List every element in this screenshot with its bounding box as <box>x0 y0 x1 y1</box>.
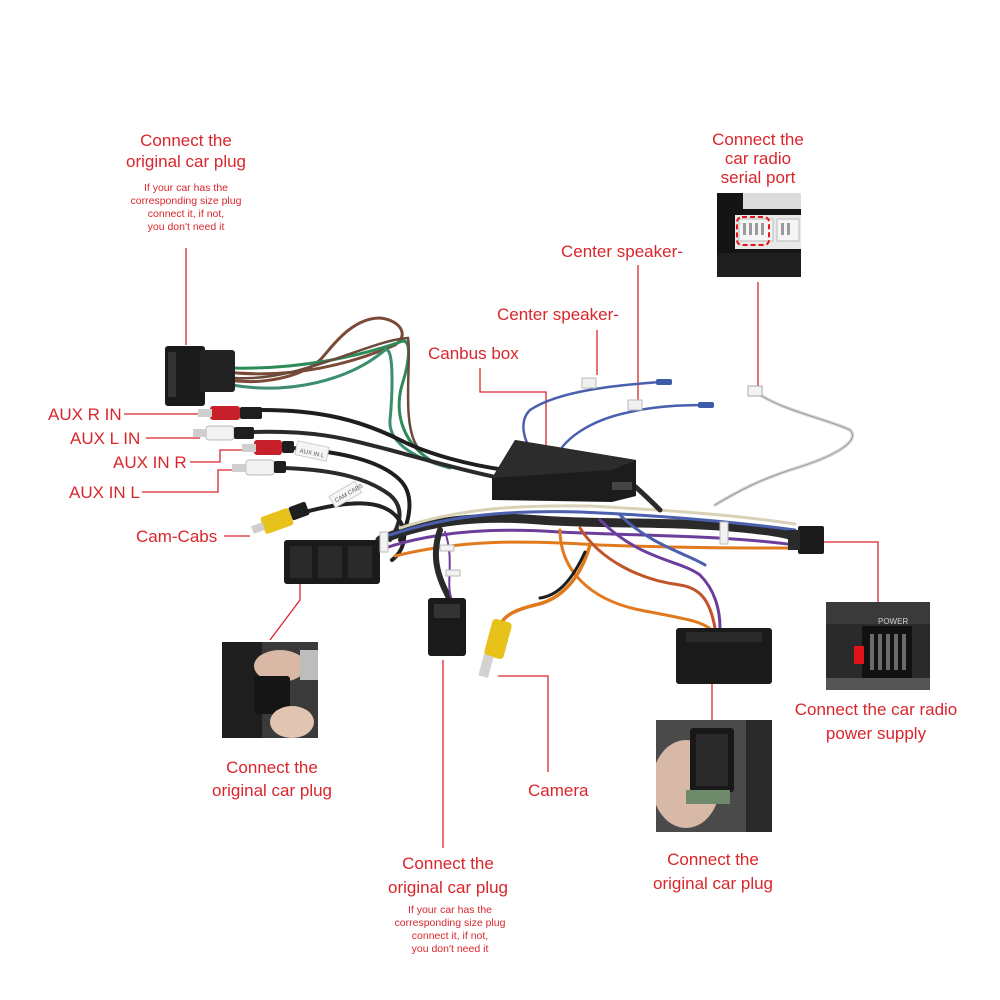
wire-aux-in-l <box>283 466 402 542</box>
note-bottom-center-line-4: you don't need it <box>411 943 489 955</box>
leader-aux-in-l <box>142 469 237 493</box>
wire-blue <box>388 510 797 537</box>
wire-blue-right <box>618 513 707 567</box>
note-top-left-plug: If your car has the corresponding size p… <box>131 182 242 234</box>
wire-serial-outline <box>714 391 853 506</box>
label-right-plug: Connect the original car plug <box>653 848 773 896</box>
label-cam-cabs: Cam-Cabs <box>136 527 218 546</box>
power-supply-photo: POWER <box>826 602 930 690</box>
wire-camera-black <box>538 550 587 600</box>
wire-bottom-plug <box>432 527 453 603</box>
label-serial-port: Connect the car radio serial port <box>712 130 804 187</box>
cable-tag-aux-in-l-text: AUX IN L <box>299 449 325 460</box>
wire-center-speaker-1 <box>522 380 662 464</box>
right-plug-photo <box>656 720 772 832</box>
wire-orange-right <box>558 528 714 632</box>
power-supply-photo-art: POWER <box>826 602 930 690</box>
rca-aux-in-l <box>232 459 286 476</box>
cable-ties <box>379 521 729 577</box>
power-label-text: POWER <box>878 617 908 626</box>
bottom-center-plug-connector <box>428 598 466 656</box>
serial-port-photo-art <box>717 193 801 277</box>
label-center-speaker-1: Center speaker- <box>561 242 683 261</box>
rca-aux-in-r <box>242 440 294 455</box>
rca-cam-cabs <box>250 501 310 534</box>
wire-aux-in-r <box>290 446 412 542</box>
note-top-left-line-2: corresponding size plug <box>130 195 242 207</box>
wire-main-bundle-black <box>375 513 805 545</box>
label-power-supply: Connect the car radio power supply <box>795 698 958 746</box>
rca-aux-l-in <box>193 425 254 441</box>
leader-power-supply <box>818 541 879 602</box>
label-aux-in-r: AUX IN R <box>113 453 187 472</box>
label-aux-in-l: AUX IN L <box>69 483 140 502</box>
label-power-supply-line-2: power supply <box>825 724 927 743</box>
left-plug-photo-art <box>222 642 318 738</box>
label-aux-r-in: AUX R IN <box>48 405 122 424</box>
power-supply-connector <box>788 526 824 554</box>
rca-aux-r-in <box>198 406 262 420</box>
note-bottom-center-line-3: connect it, if not, <box>411 930 489 942</box>
label-bottom-center-line-1: Connect the <box>402 854 494 873</box>
label-serial-port-line-3: serial port <box>720 168 796 187</box>
serial-port-plug <box>747 385 763 397</box>
label-serial-port-line-1: Connect the <box>712 130 804 149</box>
label-left-plug-line-2: original car plug <box>211 781 333 800</box>
leader-lines <box>124 248 879 848</box>
wire-camera <box>498 543 592 627</box>
label-camera: Camera <box>528 781 589 800</box>
canbus-box <box>492 440 636 502</box>
wire-purple-right <box>598 518 722 630</box>
leader-left-plug <box>269 584 301 641</box>
wire-green <box>226 339 432 462</box>
note-bottom-center-plug: If your car has the corresponding size p… <box>395 904 506 956</box>
wire-brown-2 <box>233 336 422 452</box>
cable-tag-aux-in-l: AUX IN L <box>294 440 330 462</box>
label-canbus-box: Canbus box <box>428 344 519 363</box>
label-right-plug-line-2: original car plug <box>652 874 774 893</box>
label-left-plug: Connect the original car plug <box>212 756 332 802</box>
note-top-left-line-1: If your car has the <box>143 182 229 194</box>
label-top-left-plug: Connect the original car plug <box>126 130 246 172</box>
label-top-left-plug-line-2: original car plug <box>125 152 247 171</box>
wire-beige <box>398 504 797 530</box>
left-plug-photo <box>222 642 318 738</box>
wire-orange <box>393 540 797 558</box>
label-left-plug-line-1: Connect the <box>226 758 318 777</box>
note-bottom-center-line-2: corresponding size plug <box>394 917 506 929</box>
label-top-left-plug-line-1: Connect the <box>140 131 232 150</box>
leader-canbus-box <box>479 368 547 462</box>
note-top-left-line-3: connect it, if not, <box>147 208 225 220</box>
right-plug-photo-art <box>656 720 772 832</box>
note-top-left-line-4: you don't need it <box>147 221 225 233</box>
wire-serial-white <box>713 390 855 507</box>
speaker-wire-tips <box>581 377 714 411</box>
wire-green-2 <box>230 348 452 470</box>
label-aux-l-in: AUX L IN <box>70 429 141 448</box>
label-bottom-center-plug: Connect the original car plug <box>388 852 508 900</box>
label-bottom-center-line-2: original car plug <box>387 878 509 897</box>
left-plug-connector <box>284 540 380 584</box>
leader-camera <box>498 675 549 772</box>
leader-aux-in-r <box>190 449 248 463</box>
wire-center-speaker-2 <box>553 403 714 464</box>
note-bottom-center-line-1: If your car has the <box>407 904 493 916</box>
connectors: AUX IN L CAM CABS <box>165 346 824 684</box>
wire-aux-r-in <box>260 408 507 472</box>
wire-orange-2 <box>578 526 717 630</box>
serial-port-photo <box>717 193 801 277</box>
label-right-plug-line-1: Connect the <box>667 850 759 869</box>
top-left-plug-connector <box>165 346 235 406</box>
label-serial-port-line-2: car radio <box>724 149 792 168</box>
label-power-supply-line-1: Connect the car radio <box>794 700 958 719</box>
wire-aux-l-in <box>250 429 502 480</box>
label-center-speaker-2: Center speaker- <box>497 305 619 324</box>
right-plug-connector <box>676 628 772 684</box>
rca-camera <box>478 618 512 678</box>
wire-brown-loop <box>223 316 404 384</box>
